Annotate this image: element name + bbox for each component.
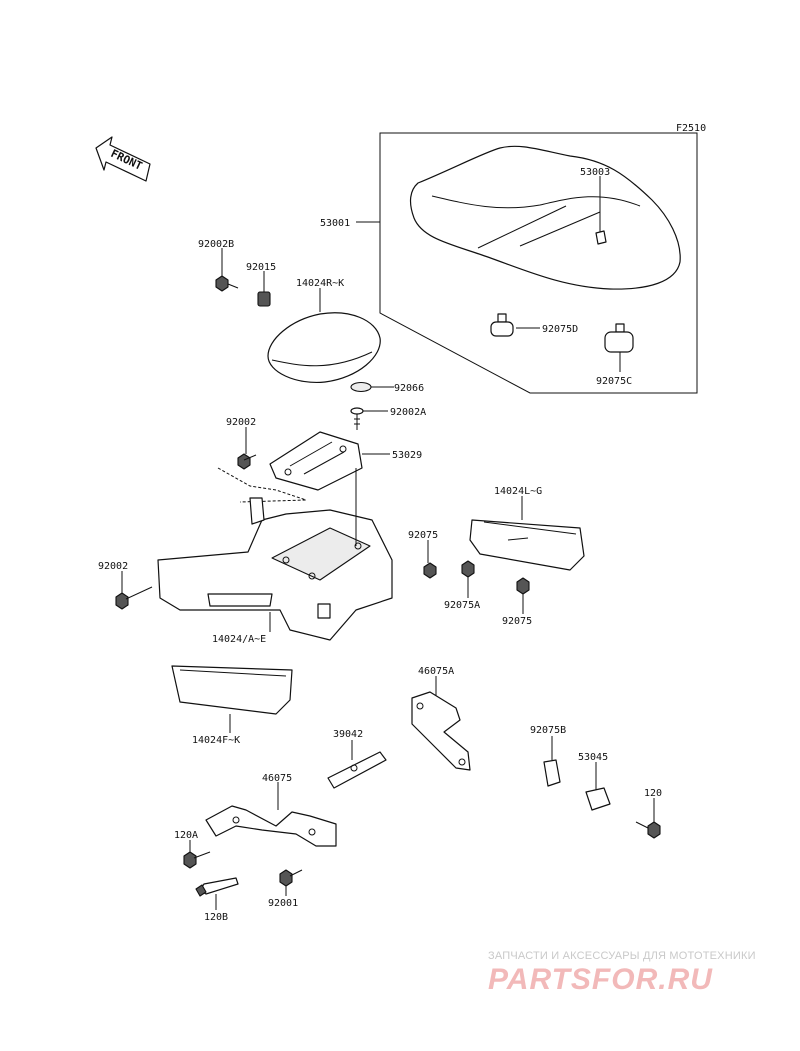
callout-46075A: 46075A [418,666,454,677]
callout-120: 120 [644,788,662,799]
bracket-53029 [269,431,363,491]
callout-53003: 53003 [580,167,610,178]
callout-120A: 120A [174,830,198,841]
watermark-logo: PARTSFOR.RU [488,963,713,996]
damper-92075D [490,313,514,337]
nut-92075B [543,759,561,787]
nut-92075A [461,560,475,578]
callout-92015: 92015 [246,262,276,273]
callout-92075B: 92075B [530,725,566,736]
seat-group-frame [379,132,698,394]
callout-labels: 53001 53003 92002B 92015 14024R~K 92075D… [98,167,662,923]
front-arrow-icon: FRONT [95,136,151,182]
lower-cover [171,665,293,715]
callout-92075D: 92075D [542,324,578,335]
callout-120B: 120B [204,912,228,923]
callout-92066: 92066 [394,383,424,394]
bolt-92002B [215,275,239,292]
callout-92075A: 92075A [444,600,480,611]
bolt-120A [183,851,211,869]
callout-92075C: 92075C [596,376,632,387]
callout-53029: 53029 [392,450,422,461]
screw-92002A [350,407,364,430]
bolt-92002-left [115,586,153,610]
bracket-46075A [411,691,471,771]
damper-53045 [585,787,611,811]
callout-14024FK: 14024F~K [192,735,240,746]
callout-92075-b: 92075 [502,616,532,627]
callout-53001: 53001 [320,218,350,229]
callout-14024RK: 14024R~K [296,278,344,289]
callout-92002B: 92002B [198,239,234,250]
bolt-120 [635,821,661,839]
side-cover [469,519,585,571]
bolt-120B [195,877,239,897]
bracket-46075 [205,805,337,847]
figure-code: F2510 [676,123,706,134]
callout-92002-left: 92002 [98,561,128,572]
callout-14024AE: 14024/A~E [212,634,266,645]
callout-92001: 92001 [268,898,298,909]
callout-53045: 53045 [578,752,608,763]
rod-39042 [327,751,387,789]
seat-cowl-cushion [267,312,381,384]
callout-46075: 46075 [262,773,292,784]
seat [409,145,681,290]
nut-92075-a [423,562,437,579]
callout-92075-a: 92075 [408,530,438,541]
callout-92002-top: 92002 [226,417,256,428]
nut-92075-b [516,577,530,595]
watermark-tagline: ЗАПЧАСТИ И АКСЕССУАРЫ ДЛЯ МОТОТЕХНИКИ [488,950,756,962]
clip-92015 [257,291,271,307]
tail-cowl [157,497,393,641]
cap-92066 [350,381,372,393]
leader-lines [121,176,655,910]
callout-14024LG: 14024L~G [494,486,542,497]
damper-92075C [604,323,634,353]
callout-39042: 39042 [333,729,363,740]
bolt-92001 [279,869,303,887]
bolt-92002-top [237,453,257,470]
callout-92002A: 92002A [390,407,426,418]
